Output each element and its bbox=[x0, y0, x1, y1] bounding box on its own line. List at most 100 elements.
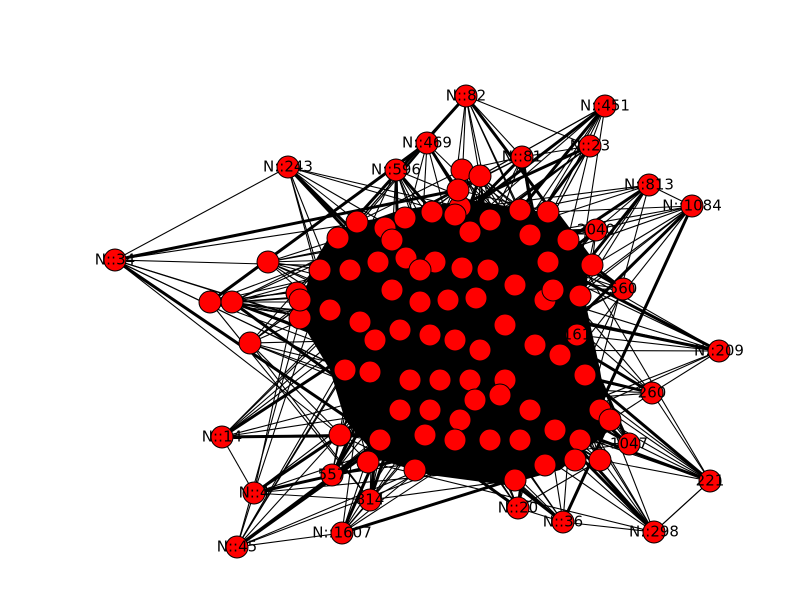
edge bbox=[554, 288, 624, 431]
graph-node-n14 bbox=[210, 425, 234, 449]
graph-node bbox=[464, 286, 488, 310]
graph-node bbox=[503, 468, 527, 492]
edge bbox=[287, 166, 461, 208]
node-label-n4: N::4 bbox=[239, 484, 270, 502]
graph-node bbox=[388, 398, 412, 422]
edge bbox=[236, 369, 346, 548]
graph-node bbox=[533, 453, 557, 477]
edge bbox=[367, 439, 491, 463]
node-label-n298: N::298 bbox=[629, 523, 679, 541]
edge bbox=[399, 234, 531, 411]
graph-node bbox=[476, 258, 500, 282]
graph-node-n34 bbox=[103, 248, 127, 272]
graph-node bbox=[345, 210, 369, 234]
node-label-n813: N::813 bbox=[624, 176, 674, 194]
graph-node bbox=[488, 383, 512, 407]
node-label-n1084: N::1084 bbox=[662, 197, 722, 215]
graph-node bbox=[580, 253, 604, 277]
graph-node bbox=[238, 331, 262, 355]
graph-node-n814 bbox=[358, 488, 382, 512]
graph-node-n209 bbox=[707, 339, 731, 363]
node-label-n20: N::20 bbox=[498, 499, 538, 517]
edge bbox=[454, 214, 461, 421]
edge bbox=[459, 419, 546, 466]
graph-node bbox=[380, 278, 404, 302]
graph-node bbox=[318, 298, 342, 322]
node-label-n221: 221 bbox=[696, 472, 725, 490]
graph-node-n298 bbox=[642, 520, 666, 544]
edge bbox=[344, 369, 381, 441]
graph-node bbox=[568, 428, 592, 452]
edge bbox=[465, 95, 523, 158]
edge bbox=[114, 166, 289, 261]
graph-node bbox=[333, 358, 357, 382]
graph-node-n260 bbox=[640, 381, 664, 405]
graph-node bbox=[458, 368, 482, 392]
node-label-n161: 161 bbox=[563, 326, 592, 344]
graph-node-n4 bbox=[242, 481, 266, 505]
edge bbox=[465, 95, 591, 147]
graph-node-n82 bbox=[454, 84, 478, 108]
edge bbox=[474, 209, 521, 401]
graph-node bbox=[458, 220, 482, 244]
node-label-n2040: 2040 bbox=[577, 221, 615, 239]
edge bbox=[249, 217, 406, 344]
graph-node-n557 bbox=[320, 463, 344, 487]
node-label-n81: N::81 bbox=[502, 148, 542, 166]
graph-node bbox=[548, 343, 572, 367]
graph-node bbox=[348, 310, 372, 334]
edge bbox=[424, 206, 461, 436]
edge bbox=[475, 295, 581, 299]
edge bbox=[567, 239, 711, 482]
graph-node bbox=[568, 284, 592, 308]
edge bbox=[356, 169, 463, 223]
graph-node-n221 bbox=[698, 469, 722, 493]
edge bbox=[469, 231, 549, 263]
graph-node bbox=[403, 458, 427, 482]
edge bbox=[574, 184, 650, 461]
edge bbox=[209, 206, 461, 303]
graph-node bbox=[523, 333, 547, 357]
edge bbox=[609, 419, 655, 533]
graph-node-n243 bbox=[276, 155, 300, 179]
edge bbox=[339, 434, 416, 471]
edge bbox=[454, 339, 521, 441]
edge bbox=[339, 269, 421, 436]
graph-node bbox=[563, 448, 587, 472]
edge bbox=[367, 371, 371, 463]
graph-node bbox=[588, 448, 612, 472]
edge bbox=[356, 221, 401, 411]
edge bbox=[379, 439, 516, 481]
graph-node bbox=[446, 178, 470, 202]
graph-node bbox=[356, 450, 380, 474]
graph-node bbox=[198, 290, 222, 314]
graph-node bbox=[468, 164, 492, 188]
graph-node bbox=[366, 250, 390, 274]
graph-node bbox=[363, 328, 387, 352]
graph-node bbox=[443, 328, 467, 352]
node-label-n243: N::243 bbox=[263, 158, 313, 176]
graph-node bbox=[418, 323, 442, 347]
graph-node-n81 bbox=[510, 145, 534, 169]
edge bbox=[595, 184, 650, 231]
edge bbox=[369, 371, 521, 441]
edge bbox=[651, 350, 720, 394]
edge bbox=[465, 95, 521, 211]
edge bbox=[367, 189, 459, 463]
edge bbox=[253, 292, 298, 494]
edge bbox=[461, 234, 531, 269]
edge bbox=[339, 419, 461, 436]
graph-node bbox=[598, 408, 622, 432]
edge bbox=[236, 532, 343, 548]
edge bbox=[469, 379, 601, 411]
node-label-n557: 557 bbox=[318, 466, 347, 484]
graph-node bbox=[443, 428, 467, 452]
edge bbox=[454, 214, 546, 466]
edge bbox=[339, 379, 411, 436]
graph-node-n1047 bbox=[617, 432, 641, 456]
edge bbox=[369, 479, 516, 501]
graph-node bbox=[380, 228, 404, 252]
graph-node bbox=[478, 428, 502, 452]
edge bbox=[405, 104, 606, 260]
graph-node bbox=[326, 226, 350, 250]
